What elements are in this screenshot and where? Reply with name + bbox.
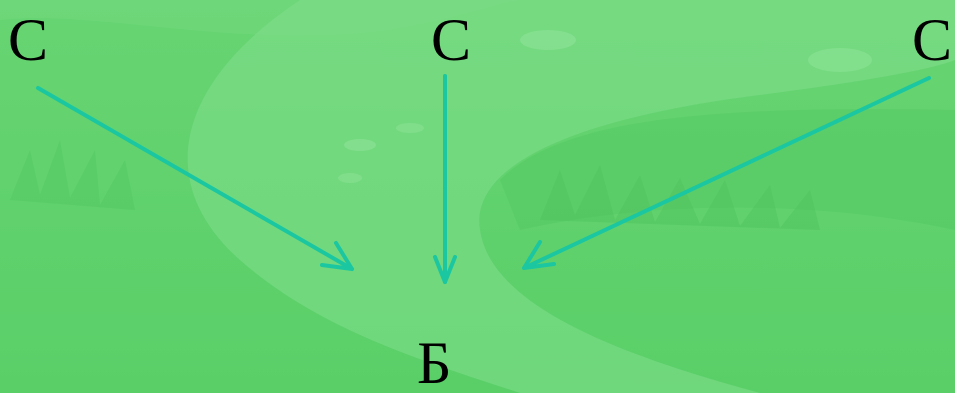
arrow-c-left-to-b xyxy=(36,86,354,271)
arrow-c-right-to-b xyxy=(522,76,931,270)
node-c-left: С xyxy=(8,7,49,73)
grass-tufts-left xyxy=(10,140,135,210)
pebble xyxy=(338,173,362,183)
pebble xyxy=(396,123,424,133)
node-b-target: Б xyxy=(417,330,452,393)
winding-path xyxy=(187,0,955,393)
grass-tufts-right xyxy=(540,165,820,230)
grass-hill-right xyxy=(500,109,955,230)
arrow-c-middle-to-b xyxy=(433,74,457,284)
pebble xyxy=(808,48,872,72)
pebble xyxy=(344,139,376,151)
node-c-middle: С xyxy=(431,7,472,73)
node-c-right: С xyxy=(912,7,953,73)
pebble xyxy=(520,30,576,50)
